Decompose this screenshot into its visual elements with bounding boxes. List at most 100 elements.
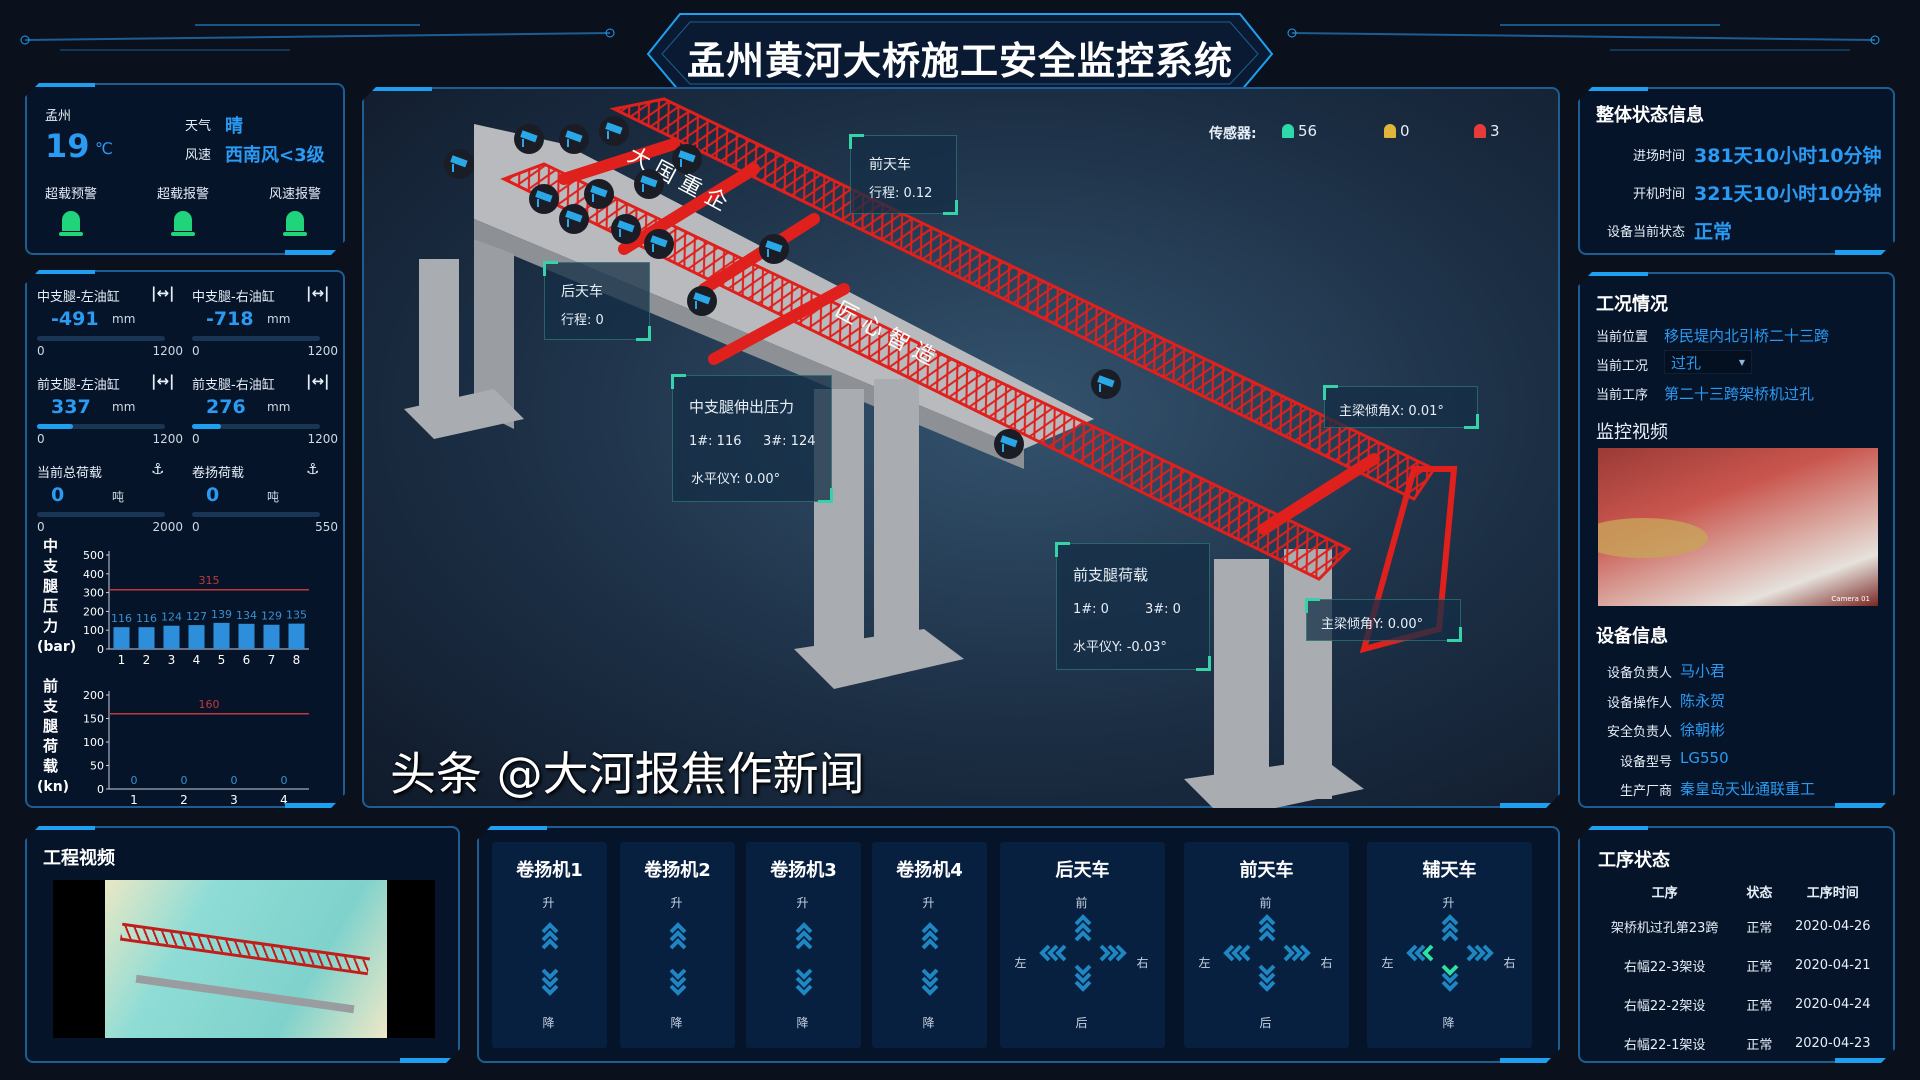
stroke-icon: |↔|	[306, 372, 330, 390]
x-tick-label: 6	[243, 653, 251, 667]
table-cell: 正常	[1746, 960, 1773, 975]
status-label: 设备当前状态	[1606, 225, 1685, 240]
data-label: 0	[281, 774, 288, 787]
left-label: 左	[1014, 956, 1027, 970]
camera-icon[interactable]	[759, 234, 789, 264]
watermark: 头条 @大河报焦作新闻	[390, 747, 865, 801]
y-tick-label: 100	[83, 736, 104, 749]
arrow-up-button[interactable]	[793, 920, 815, 954]
arrow-up-button[interactable]	[539, 920, 561, 954]
gauge-unit: mm	[112, 400, 136, 414]
gauge-progress-fill	[192, 424, 221, 429]
gauge-min: 0	[37, 520, 45, 534]
camera-icon[interactable]	[529, 184, 559, 214]
camera-icon[interactable]	[994, 429, 1024, 459]
down-label: 降	[796, 1016, 809, 1030]
project-video-player[interactable]	[53, 880, 435, 1038]
wind-value: 西南风<3级	[225, 145, 325, 166]
right-label: 右	[1136, 956, 1149, 970]
arrow-down-button[interactable]	[539, 968, 561, 1002]
camera-icon[interactable]	[644, 229, 674, 259]
work-mode-select[interactable]: 过孔▼	[1664, 350, 1752, 374]
mode-label: 当前工况	[1596, 359, 1649, 374]
column-header: 状态	[1746, 886, 1773, 901]
arrow-up-button[interactable]	[1072, 912, 1094, 946]
page-title: 孟州黄河大桥施工安全监控系统	[686, 39, 1233, 83]
camera-icon[interactable]	[687, 286, 717, 316]
arrow-right-button[interactable]	[1099, 938, 1127, 972]
y-axis-label-char: 支	[42, 697, 59, 715]
monitor-video-title: 监控视频	[1596, 422, 1668, 443]
down-label: 后	[1075, 1016, 1088, 1030]
beam-tilt-y-info: 主梁倾角Y: 0.00°	[1306, 599, 1461, 641]
camera-icon[interactable]	[1091, 369, 1121, 399]
gauge-min: 0	[192, 344, 200, 358]
y-tick-label: 500	[83, 549, 104, 562]
up-label: 升	[542, 896, 555, 910]
y-axis-label-char: 中	[43, 537, 58, 555]
beam-tilt-x-info: 主梁倾角X: 0.01°	[1324, 386, 1478, 428]
gauge-progress-bar	[37, 424, 165, 429]
arrow-down-button[interactable]	[1072, 964, 1094, 998]
bridge-erecting-machine-model[interactable]: 大 国 重 企 匠 心 智 造	[364, 89, 1562, 810]
alarm-light-icon	[283, 211, 307, 237]
data-label: 116	[136, 612, 157, 625]
arrow-down-button[interactable]	[667, 968, 689, 1002]
data-label: 0	[231, 774, 238, 787]
data-label: 135	[286, 609, 307, 622]
camera-icon[interactable]	[559, 124, 589, 154]
data-label: 134	[236, 609, 257, 622]
control-card: 后天车前后左右	[1000, 842, 1165, 1048]
arrow-down-button[interactable]	[919, 968, 941, 1002]
camera-icon[interactable]	[634, 169, 664, 199]
stroke-icon: |↔|	[151, 372, 175, 390]
x-tick-label: 5	[218, 653, 226, 667]
camera-icon[interactable]	[672, 144, 702, 174]
arrow-right-button[interactable]	[1283, 938, 1311, 972]
gauge-unit: mm	[112, 312, 136, 326]
y-axis-label-char: 力	[43, 617, 58, 635]
camera-icon[interactable]	[599, 116, 629, 146]
camera-icon[interactable]	[559, 204, 589, 234]
arrow-up-button[interactable]	[1439, 912, 1461, 946]
arrow-up-button[interactable]	[919, 920, 941, 954]
status-value: 321天10小时10分钟	[1694, 183, 1882, 205]
step-value: 第二十三跨架桥机过孔	[1664, 385, 1815, 403]
mid-leg-pressure-info: 中支腿伸出压力 1#: 116 3#: 124 水平仪Y: 0.00°	[672, 375, 832, 502]
arrow-up-button[interactable]	[1256, 912, 1278, 946]
arrow-up-button[interactable]	[667, 920, 689, 954]
arrow-down-button[interactable]	[1256, 964, 1278, 998]
sensors-label: 传感器:	[1209, 126, 1257, 142]
arrow-left-button[interactable]	[1038, 938, 1066, 972]
bar	[164, 626, 180, 649]
camera-icon[interactable]	[444, 149, 474, 179]
arrow-left-button[interactable]	[1222, 938, 1250, 972]
y-axis-label-char: 压	[43, 597, 58, 615]
camera-icon[interactable]	[611, 214, 641, 244]
work-condition-title: 工况情况	[1596, 294, 1668, 315]
camera-icon[interactable]	[514, 124, 544, 154]
gauge-unit: 吨	[267, 490, 280, 504]
arrow-left-button[interactable]	[1405, 938, 1433, 972]
monitor-video-player[interactable]: Camera 01	[1598, 448, 1878, 606]
sensor-count-normal: 56	[1282, 122, 1317, 140]
arrow-right-button[interactable]	[1466, 938, 1494, 972]
sensor-count-warning: 0	[1384, 122, 1410, 140]
arrow-down-button[interactable]	[1439, 964, 1461, 998]
arrow-down-button[interactable]	[793, 968, 815, 1002]
gauge-value: -718	[206, 308, 254, 330]
gauge-value: 0	[206, 484, 220, 506]
3d-scene-panel[interactable]: 大 国 重 企 匠 心 智 造 传感器: 56 0 3 前天车 行程: 0.12…	[362, 87, 1560, 808]
control-title: 卷扬机1	[516, 860, 583, 881]
x-tick-label: 4	[193, 653, 201, 667]
device-value: LG550	[1680, 748, 1729, 767]
up-label: 前	[1259, 896, 1272, 910]
camera-icon[interactable]	[584, 179, 614, 209]
